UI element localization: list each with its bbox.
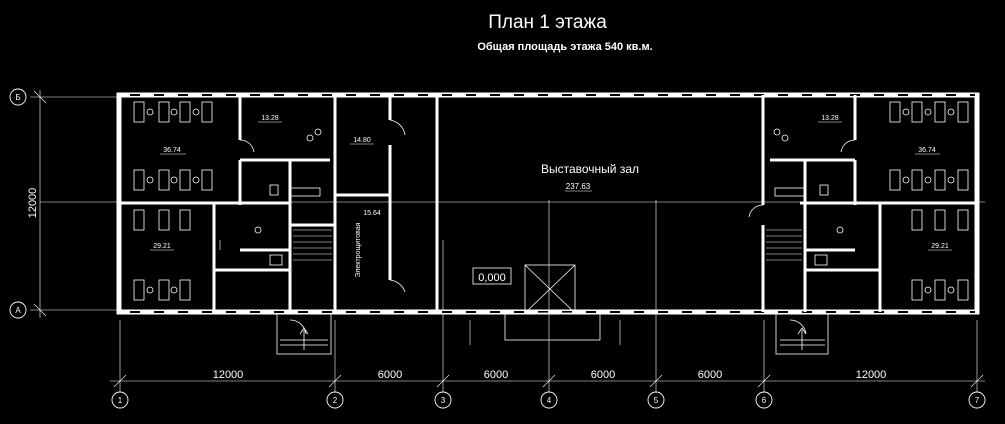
axis-bubble-7 (968, 391, 986, 409)
elevation-mark-box (472, 267, 512, 285)
room-area-wc-top-left: 13.28 (261, 115, 279, 122)
hall-area: 237.63 (566, 182, 591, 191)
plan-subtitle: Общая площадь этажа 540 кв.м. (477, 41, 653, 53)
hall-name: Выставочный зал (541, 162, 639, 176)
dim-bottom-6: 12000 (856, 369, 887, 381)
furniture (133, 101, 969, 355)
axis-label-3: 3 (441, 396, 446, 405)
room-area-office-top-left: 36.74 (163, 147, 181, 154)
dim-left: 12000 (27, 188, 39, 219)
room-area-office-top-right: 36.74 (918, 147, 936, 154)
axis-label-6: 6 (762, 396, 767, 405)
axis-bubble-2 (326, 391, 344, 409)
axis-grid (30, 90, 985, 392)
axis-label-1: 1 (118, 396, 123, 405)
room-area-office-bottom-left: 29.21 (153, 243, 171, 250)
room-area-office-bottom-right: 29.21 (931, 243, 949, 250)
axis-bubble-4 (540, 391, 558, 409)
axis-label-a: А (15, 306, 21, 315)
axis-bubble-5 (647, 391, 665, 409)
axis-bubble-1 (111, 391, 129, 409)
electrical-room-name: Электрощитовая (355, 222, 362, 277)
room-area-electrical: 15.64 (363, 210, 381, 217)
room-area-wc-top-right: 13.28 (821, 115, 839, 122)
dim-bottom-4: 6000 (591, 369, 615, 381)
dim-bottom-2: 6000 (378, 369, 402, 381)
interior-walls (120, 95, 977, 312)
axis-label-5: 5 (654, 396, 659, 405)
axis-bubble-a (9, 301, 27, 319)
dim-bottom-5: 6000 (698, 369, 722, 381)
axis-label-4: 4 (547, 396, 552, 405)
axis-label-2: 2 (333, 396, 338, 405)
axis-bubble-b (9, 88, 27, 106)
room-area-center-left: 14.80 (353, 137, 371, 144)
dim-bottom-3: 6000 (484, 369, 508, 381)
plan-title: План 1 этажа (488, 12, 607, 33)
dim-bottom-1: 12000 (213, 369, 244, 381)
axis-label-7: 7 (975, 396, 980, 405)
axis-label-b: Б (15, 93, 20, 102)
axis-bubble-3 (434, 391, 452, 409)
axis-bubble-6 (755, 391, 773, 409)
elevation-mark: 0,000 (478, 272, 506, 284)
